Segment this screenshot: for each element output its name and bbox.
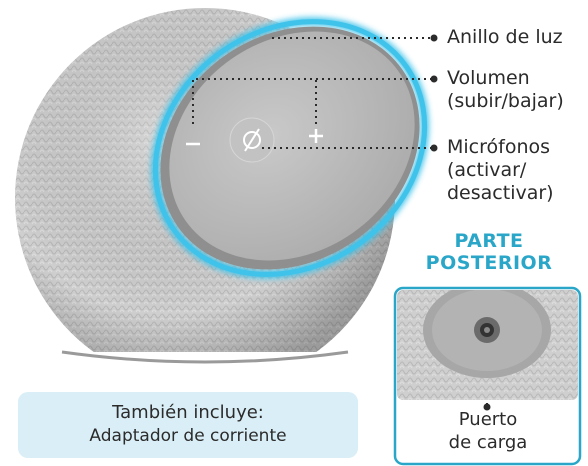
charging-port-icon [474,317,500,343]
microphone-off-icon[interactable] [229,117,275,163]
includes-title: También incluye: [112,402,264,423]
light-ring [152,19,428,277]
back-panel-frame [393,286,582,466]
speaker-base [61,350,349,364]
callout-light-ring: Anillo de luz [447,26,563,48]
callout-volume: Volumen (subir/bajar) [447,67,564,112]
includes-item: Adaptador de corriente [89,426,287,446]
plus-icon[interactable] [309,129,323,143]
back-panel-heading: PARTE POSTERIOR [425,230,553,274]
top-panel [169,31,415,261]
charging-port-label: Puerto de carga [448,409,528,453]
includes-box: También incluye: Adaptador de corriente [18,392,358,458]
back-panel-image [393,286,582,466]
callout-microphones: Micrófonos (activar/ desactivar) [447,136,554,204]
leader-lines [192,37,488,405]
